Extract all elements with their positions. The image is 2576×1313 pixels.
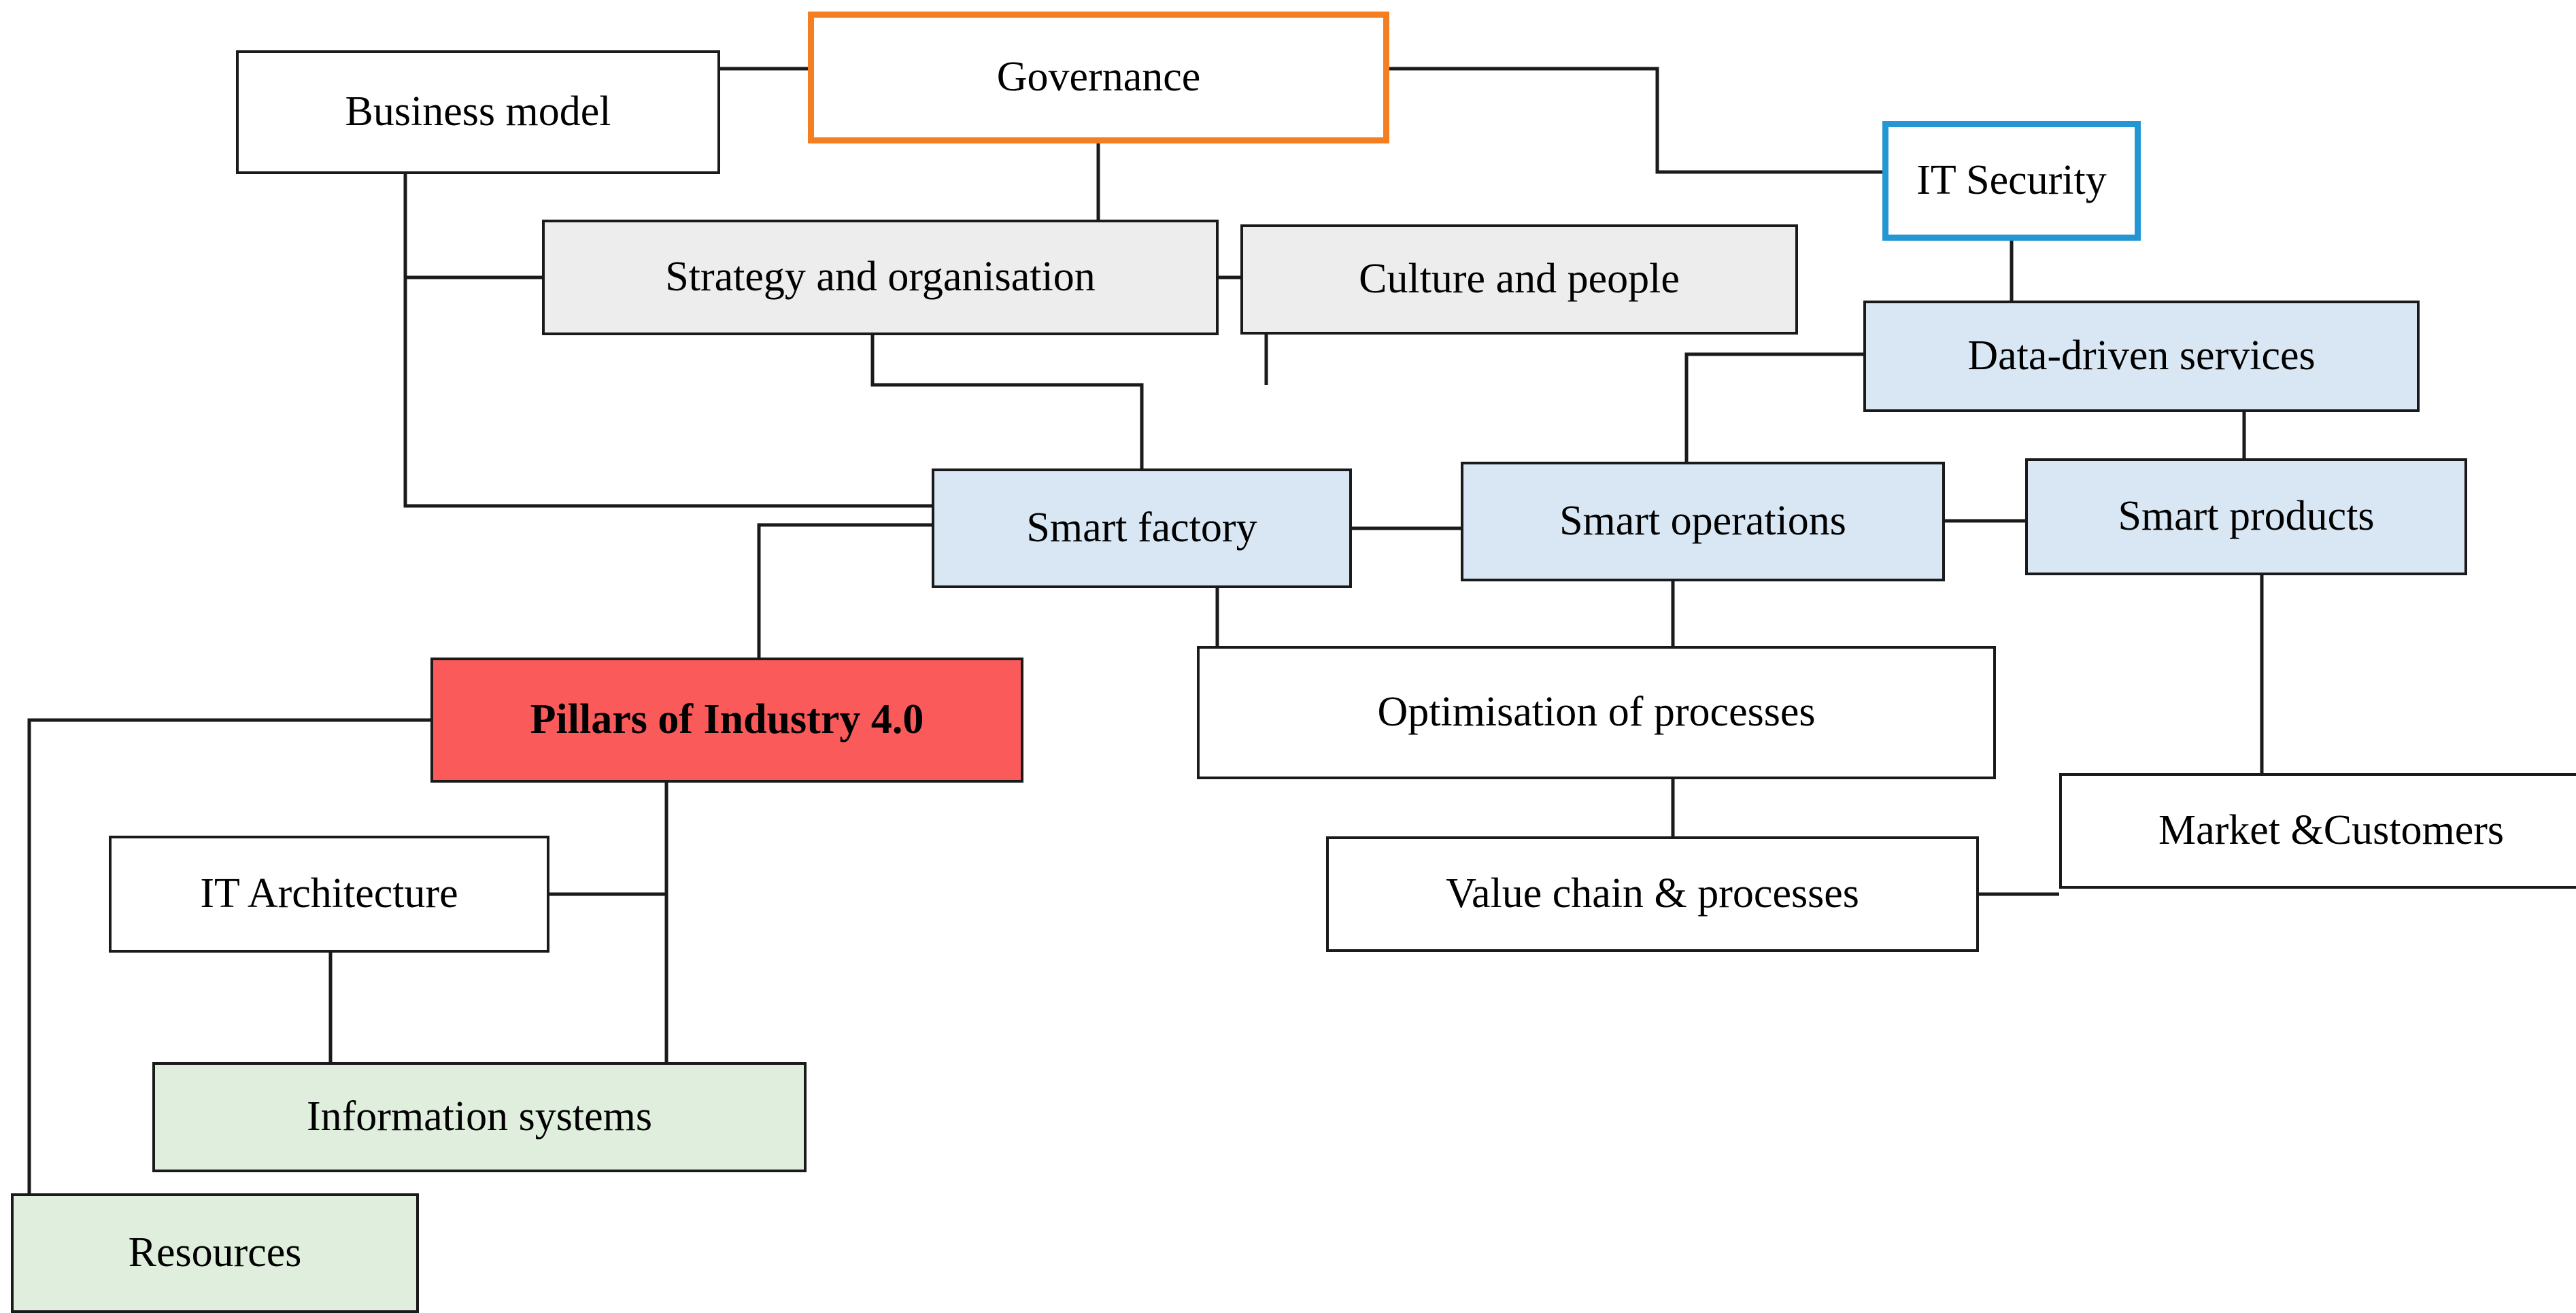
node-label: Optimisation of processes <box>1377 689 1816 736</box>
node-label: Value chain & processes <box>1446 870 1859 917</box>
node-information-systems[interactable]: Information systems <box>152 1062 807 1172</box>
node-it-architecture[interactable]: IT Architecture <box>109 836 549 953</box>
connector-pillars-to-it-architecture <box>549 783 668 896</box>
node-optimisation[interactable]: Optimisation of processes <box>1197 646 1996 779</box>
node-smart-factory[interactable]: Smart factory <box>932 468 1352 588</box>
node-resources[interactable]: Resources <box>11 1193 419 1313</box>
connector-smart-factory-to-pillars <box>757 523 932 658</box>
node-smart-products[interactable]: Smart products <box>2025 458 2467 575</box>
node-label: Smart products <box>2118 493 2375 540</box>
node-culture[interactable]: Culture and people <box>1240 224 1798 335</box>
node-value-chain[interactable]: Value chain & processes <box>1326 836 1979 952</box>
node-strategy[interactable]: Strategy and organisation <box>542 220 1219 335</box>
node-label: Pillars of Industry 4.0 <box>530 696 924 743</box>
node-label: IT Architecture <box>200 870 458 917</box>
node-label: Governance <box>996 54 1201 101</box>
node-label: Strategy and organisation <box>665 254 1096 301</box>
node-data-driven[interactable]: Data-driven services <box>1863 301 2420 412</box>
connector-governance-to-it-security <box>1389 67 1882 174</box>
node-label: Data-driven services <box>1967 332 2316 379</box>
node-label: Market &Customers <box>2158 807 2504 854</box>
node-label: Business model <box>345 88 611 135</box>
node-label: Resources <box>128 1229 302 1276</box>
node-business-model[interactable]: Business model <box>236 50 720 174</box>
node-market-customers[interactable]: Market &Customers <box>2059 773 2576 889</box>
node-label: Information systems <box>307 1093 652 1140</box>
node-label: Culture and people <box>1359 256 1680 303</box>
connector-strategy-to-smart-factory <box>870 335 1144 468</box>
node-label: Smart factory <box>1026 505 1257 551</box>
node-label: Smart operations <box>1559 498 1846 545</box>
node-label: IT Security <box>1916 157 2107 204</box>
node-governance[interactable]: Governance <box>808 12 1389 143</box>
node-smart-operations[interactable]: Smart operations <box>1461 462 1945 581</box>
connector-business-model-to-strategy <box>403 174 542 279</box>
node-it-security[interactable]: IT Security <box>1882 121 2141 241</box>
node-pillars[interactable]: Pillars of Industry 4.0 <box>430 658 1023 783</box>
connector-data-driven-to-smart-operations <box>1684 352 1863 462</box>
